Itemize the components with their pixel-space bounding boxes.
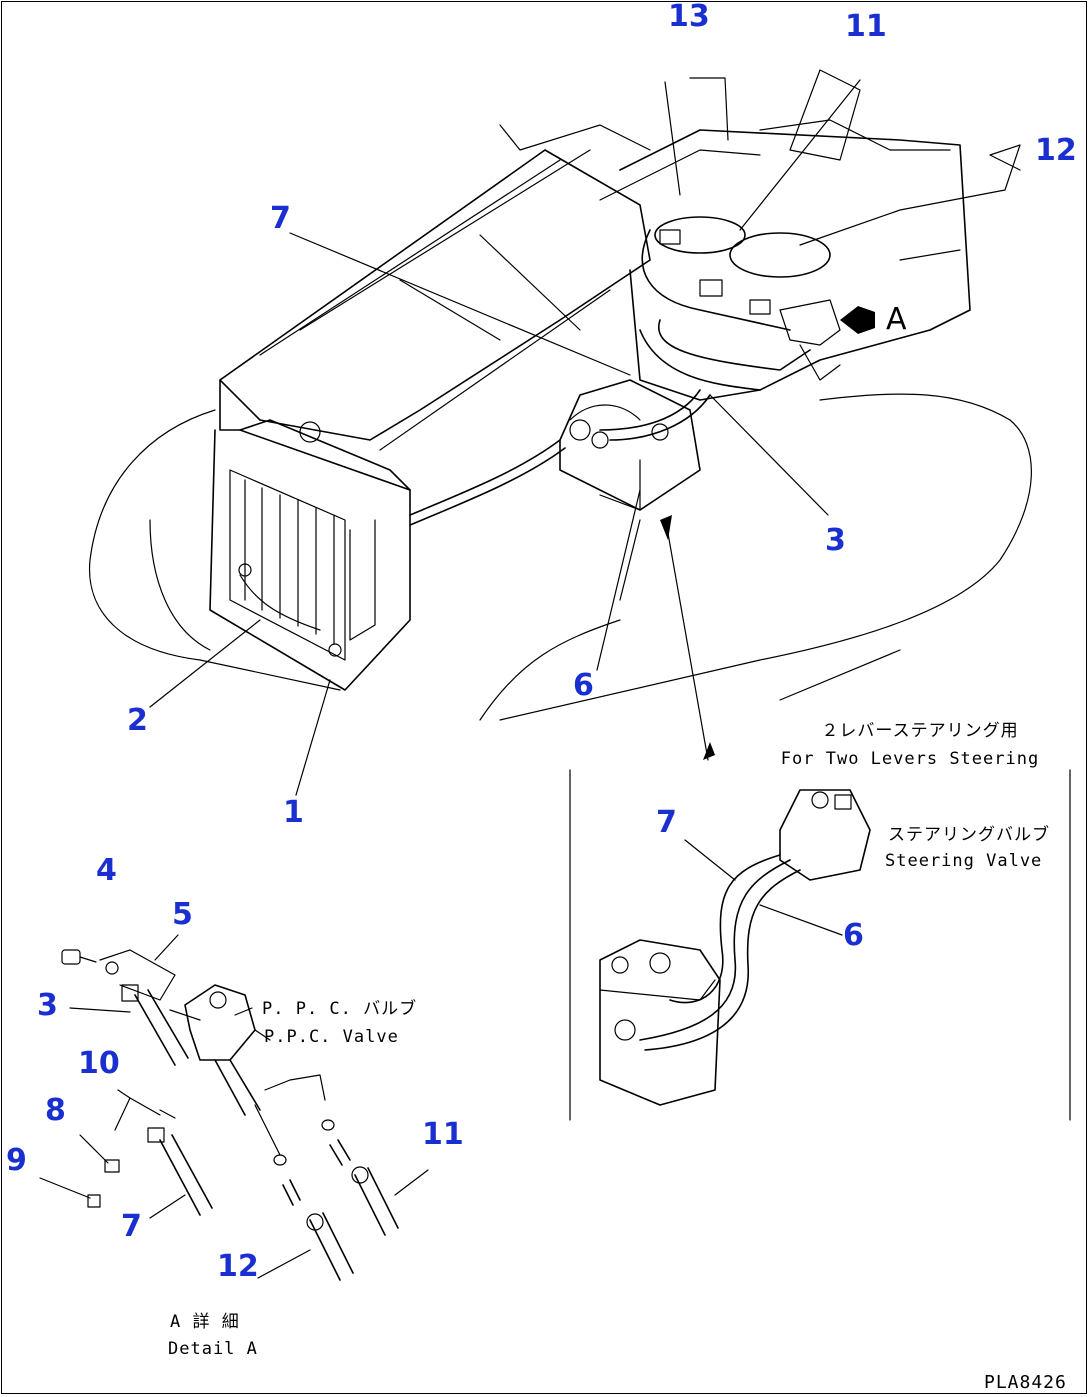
callout-12-detail: 12 [217, 1249, 259, 1284]
ppc-valve-label-en: P.P.C. Valve [264, 1027, 399, 1047]
inset-two-levers-steering [569, 649, 1071, 1121]
steering-valve-label-jp: ステアリングバルブ [888, 825, 1050, 845]
callout-8: 8 [45, 1093, 66, 1128]
callout-7-inset: 7 [656, 805, 677, 840]
inset-title-jp: ２レバーステアリング用 [821, 721, 1019, 741]
callout-6-main: 6 [573, 668, 594, 703]
callout-6-inset: 6 [843, 918, 864, 953]
steering-valve-label-en: Steering Valve [885, 851, 1043, 871]
callout-9: 9 [6, 1143, 27, 1178]
callout-1: 1 [283, 795, 304, 830]
callout-4: 4 [96, 853, 117, 888]
detail-a-label-jp: A 詳 細 [170, 1312, 240, 1332]
callout-5: 5 [172, 897, 193, 932]
callout-10: 10 [78, 1046, 120, 1081]
machine-body-outline [88, 69, 1032, 796]
callout-13: 13 [668, 0, 710, 34]
detail-a-exploded-view [39, 934, 429, 1281]
detail-a-label-en: Detail A [168, 1339, 258, 1359]
callout-7-main: 7 [270, 201, 291, 236]
callout-2: 2 [127, 703, 148, 738]
callout-11-detail: 11 [422, 1117, 464, 1152]
callout-3-main: 3 [825, 523, 846, 558]
callout-12-main: 12 [1035, 133, 1077, 168]
ppc-valve-label-jp: P. P. C. バルブ [262, 999, 418, 1019]
callout-7-detail: 7 [121, 1209, 142, 1244]
callout-11-main: 11 [845, 9, 887, 44]
drawing-code: PLA8426 [984, 1372, 1067, 1393]
inset-title-en: For Two Levers Steering [780, 749, 1040, 769]
view-arrow-a-label: A [886, 302, 907, 337]
callout-3-detail: 3 [37, 988, 58, 1023]
